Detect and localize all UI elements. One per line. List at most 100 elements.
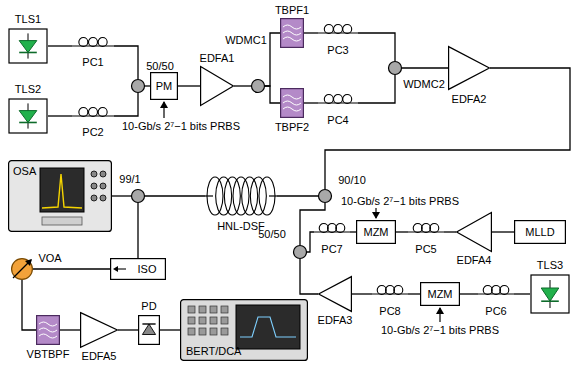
component-node: 50/50 (131, 79, 145, 93)
component-label: EDFA4 (457, 254, 492, 266)
component-label: PC7 (321, 243, 342, 255)
component-label: PC6 (485, 305, 506, 317)
fiber-link (514, 293, 530, 294)
component-label: 50/50 (146, 60, 174, 72)
component-node: PC5 (408, 224, 444, 240)
component-node: TBPF2 (280, 88, 304, 118)
component-node: TLS1 (8, 28, 48, 64)
component-symbol (251, 79, 265, 93)
component-node: PC8 (372, 286, 408, 302)
component-label: EDFA2 (452, 93, 487, 105)
component-label: ISO (138, 263, 157, 275)
component-symbol (205, 176, 277, 216)
component-node: MZM (356, 220, 396, 244)
component-label: TBPF2 (275, 121, 309, 133)
component-label: TLS1 (15, 13, 41, 25)
component-label: 99/1 (119, 173, 140, 185)
fiber-link (145, 195, 205, 196)
signal-label: 10-Gb/s 2⁷−1 bits PRBS (122, 120, 240, 132)
fiber-link (137, 203, 138, 258)
component-symbol (72, 108, 114, 124)
fiber-link (358, 33, 395, 61)
component-symbol (280, 88, 304, 118)
component-node: WDMC1 (251, 79, 265, 93)
component-label: PC1 (82, 56, 103, 68)
component-node: HNL-DSF (205, 176, 277, 216)
component-label: WDMC2 (403, 78, 445, 90)
component-symbol (80, 312, 118, 348)
component-label: MZM (363, 226, 388, 238)
leader-arrow (439, 308, 440, 322)
component-node: EDFA4 (456, 212, 492, 252)
fiber-link (160, 329, 180, 330)
component-label: PC5 (415, 243, 436, 255)
component-symbol (314, 224, 350, 240)
component-label: 90/10 (338, 174, 366, 186)
component-symbol (293, 245, 307, 259)
component-node: TBPF1 (280, 18, 304, 48)
component-node: MZM (420, 282, 460, 306)
component-node: PC7 (314, 224, 350, 240)
component-label: PM (156, 80, 173, 92)
component-symbol (318, 189, 332, 203)
component-label: MZM (427, 288, 452, 300)
fiber-link (408, 293, 420, 294)
component-symbol (200, 66, 234, 106)
component-label: OSA (13, 165, 36, 177)
component-symbol (36, 315, 60, 345)
component-node: 90/10 (318, 189, 332, 203)
component-symbol (318, 25, 358, 41)
component-node: PC2 (72, 108, 114, 124)
component-node: BERT/DCA (180, 299, 308, 361)
component-symbol (131, 189, 145, 203)
component-node: WDMC2 (388, 61, 402, 75)
fiber-link (402, 67, 448, 68)
signal-label: 10-Gb/s 2⁷−1 bits PRBS (341, 195, 459, 207)
fiber-link (114, 93, 138, 116)
component-label: PC4 (327, 114, 348, 126)
component-symbol (138, 315, 160, 345)
component-node: EDFA5 (80, 312, 118, 348)
component-node: PC3 (318, 25, 358, 41)
component-node: TLS2 (8, 98, 48, 134)
component-label: TLS2 (15, 83, 41, 95)
component-label: EDFA1 (200, 52, 235, 64)
fiber-link (307, 232, 314, 252)
fiber-link (277, 195, 318, 196)
component-label: MLLD (525, 226, 554, 238)
component-symbol (448, 46, 490, 90)
component-label: BERT/DCA (186, 345, 241, 357)
signal-label: 10-Gb/s 2⁷−1 bits PRBS (381, 324, 499, 336)
fiber-link (352, 293, 372, 294)
component-symbol (11, 258, 33, 280)
component-symbol (530, 274, 570, 314)
component-node: PC4 (318, 95, 358, 111)
component-node: EDFA2 (448, 46, 490, 90)
component-node: OSA (8, 160, 112, 232)
component-symbol (318, 95, 358, 111)
leader-arrow (375, 208, 376, 218)
component-label: TBPF1 (275, 4, 309, 16)
component-node: PD (138, 315, 160, 345)
fiber-link (300, 259, 318, 294)
component-node: TLS3 (530, 274, 570, 314)
fiber-link (48, 115, 72, 116)
fiber-link (22, 280, 36, 330)
fiber-link (304, 32, 318, 33)
component-symbol (372, 286, 408, 302)
component-label: EDFA5 (82, 350, 117, 362)
fiber-link (358, 75, 395, 103)
component-node: MLLD (514, 220, 566, 244)
fiber-link (325, 68, 570, 189)
component-symbol (408, 224, 444, 240)
component-label: PC2 (82, 126, 103, 138)
component-symbol (280, 18, 304, 48)
component-node: PM (150, 72, 178, 100)
component-node: VBTBPF (36, 315, 60, 345)
fiber-link (460, 293, 478, 294)
component-label: PD (141, 300, 156, 312)
component-symbol (72, 38, 114, 54)
component-label: TLS3 (537, 259, 563, 271)
component-label: HNL-DSF (217, 220, 265, 232)
component-symbol (318, 276, 352, 312)
